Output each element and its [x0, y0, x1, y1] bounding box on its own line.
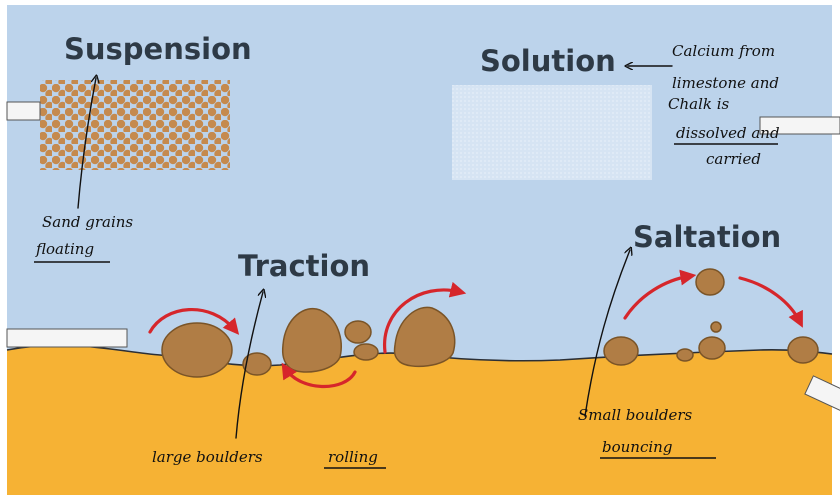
note-suspension-line2: floating [35, 240, 94, 258]
note-traction: large boulders rolling [152, 448, 386, 469]
label-traction: Traction [238, 249, 370, 283]
note-traction-prefix: large boulders [152, 448, 263, 466]
note-saltation: Small boulders bouncing [578, 406, 716, 459]
bounce-arrow-1 [623, 269, 697, 320]
rolling-arrow-2 [281, 362, 357, 389]
edge-tab-left-top [6, 101, 41, 121]
note-solution-line1: Calcium from [672, 42, 775, 60]
riverbed [7, 345, 832, 495]
note-solution-line2: limestone and [672, 74, 779, 92]
motion-arrows [148, 269, 803, 389]
edge-tab-right-bottom [804, 375, 840, 412]
edge-tab-left-bottom [6, 328, 128, 348]
note-suspension: Sand grains floating [34, 213, 133, 263]
note-solution-line3: Chalk is [668, 95, 730, 113]
pointer-traction [235, 292, 263, 439]
traction-boulders [161, 306, 456, 378]
note-saltation-line2: bouncing [602, 438, 672, 456]
rolling-arrow-1 [148, 307, 240, 335]
pointer-suspension [77, 78, 96, 209]
note-solution-line4: dissolved and [676, 124, 780, 142]
note-suspension-line1: Sand grains [42, 213, 133, 231]
label-saltation: Saltation [633, 220, 781, 254]
label-suspension: Suspension [64, 32, 252, 66]
saltation-boulders [603, 268, 819, 366]
note-solution: Calcium from limestone and Chalk is diss… [668, 42, 780, 168]
annotation-pointers [77, 66, 673, 439]
suspended-sand-grains [40, 80, 230, 170]
dissolved-solution-area [452, 85, 652, 180]
bounce-arrow-2 [738, 276, 803, 328]
note-saltation-line1: Small boulders [578, 406, 693, 424]
note-traction-emph: rolling [328, 448, 378, 466]
note-solution-line5: carried [706, 150, 761, 168]
pointer-saltation [584, 250, 630, 417]
label-solution: Solution [480, 44, 616, 78]
rolling-arrow-3 [383, 281, 467, 354]
edge-tab-right-top [759, 116, 840, 135]
